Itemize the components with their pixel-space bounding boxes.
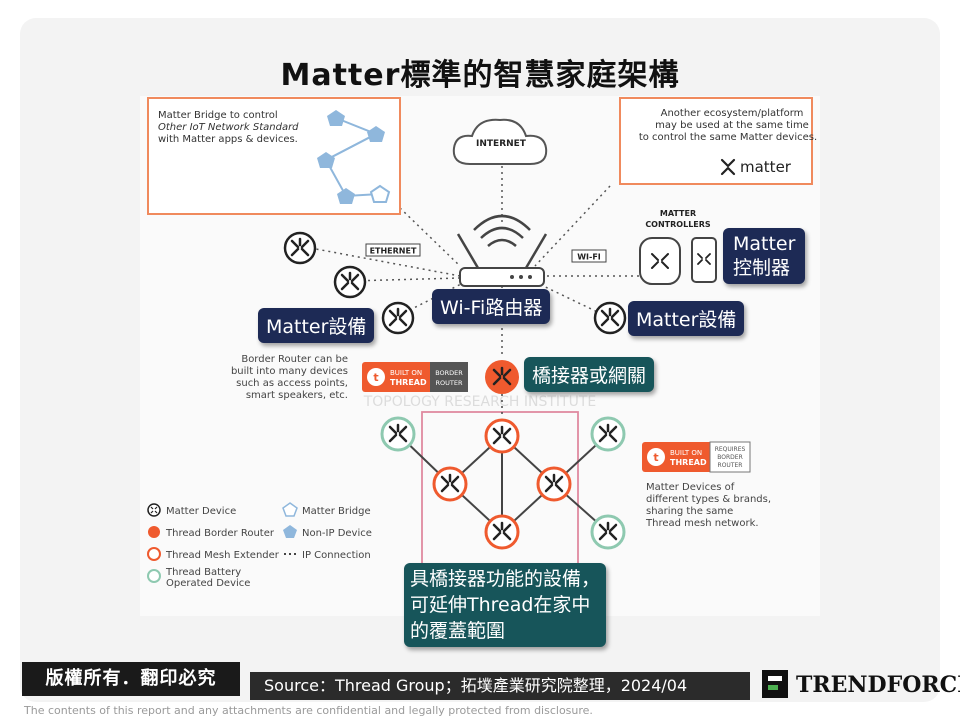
border-note-line3: such as access points, [236, 378, 348, 389]
callout-matter-controller: Matter 控制器 [723, 228, 806, 284]
bridge-box-line3: with Matter apps & devices. [158, 134, 298, 145]
copyright-banner: 版權所有．翻印必究 [22, 662, 240, 696]
legend-matter-bridge: Matter Bridge [302, 506, 371, 517]
source-line: Source：Thread Group；拓墣產業研究院整理，2024/04 [250, 672, 750, 700]
battery-device-icon [590, 514, 626, 550]
callout-matter-device-right: Matter設備 [628, 301, 745, 336]
built-on-thread-badge: t [362, 362, 468, 392]
svg-text:t: t [373, 371, 378, 384]
callout-bridge-function: 具橋接器功能的設備，可延伸Thread在家中的覆蓋範圍 [404, 563, 606, 647]
trendforce-logo-icon [762, 670, 788, 698]
legend-non-ip: Non-IP Device [302, 528, 372, 539]
thread-mesh-extender-icon [484, 418, 520, 454]
matter-device-icon [381, 301, 415, 335]
callout-wifi-router: Wi-Fi路由器 [432, 289, 551, 324]
thread-border-router-icon [485, 360, 519, 394]
devices-note-line1: Matter Devices of [646, 482, 735, 493]
devices-note-line2: different types & brands, [646, 494, 771, 505]
battery-device-icon [380, 416, 416, 452]
ethernet-label: ETHERNET [370, 247, 417, 256]
badge2-router: ROUTER [718, 462, 743, 469]
callout-matter-device-left: Matter設備 [258, 308, 375, 343]
badge-built-on: BUILT ON [390, 369, 422, 377]
thread-mesh-extender-icon [432, 466, 468, 502]
callout-bridge-gateway: 橋接器或網關 [524, 357, 655, 392]
pentagon-icon [282, 502, 298, 517]
legend: Matter Device Matter Bridge Thread Borde… [147, 502, 372, 589]
thread-mesh-extender-icon [484, 514, 520, 550]
thread-mesh-extender-icon [536, 466, 572, 502]
filled-pentagon-icon [283, 525, 297, 538]
border-note-line2: built into many devices [231, 366, 348, 377]
controllers-label-2: CONTROLLERS [645, 220, 711, 229]
page-title: Matter標準的智慧家庭架構 [280, 58, 680, 93]
badge2-thread: THREAD [670, 458, 707, 467]
smart-speaker-icon [639, 237, 681, 285]
ecosystem-box [619, 97, 813, 185]
border-note-line1: Border Router can be [241, 354, 348, 365]
legend-border-router: Thread Border Router [165, 528, 275, 539]
ecosystem-line2: may be used at the same time [655, 120, 809, 131]
matter-device-icon [333, 265, 367, 299]
legend-mesh-extender: Thread Mesh Extender [165, 550, 280, 561]
diagram-canvas: Matter Bridge to control Other IoT Netwo… [140, 96, 820, 616]
matter-logo-icon [720, 158, 736, 176]
devices-note-line4: Thread mesh network. [645, 518, 759, 529]
router-icon [456, 214, 548, 287]
ecosystem-line3: to control the same Matter devices. [639, 132, 817, 143]
orange-dot-icon [148, 526, 160, 538]
legend-ip-connection: IP Connection [302, 550, 371, 561]
matter-brand: matter [740, 158, 792, 176]
disclaimer: The contents of this report and any atta… [24, 704, 593, 717]
legend-battery-2: Operated Device [166, 578, 250, 589]
wifi-tag [571, 249, 607, 263]
badge2-border: BORDER [717, 454, 742, 461]
ecosystem-line1: Another ecosystem/platform [661, 108, 804, 119]
legend-battery-1: Thread Battery [165, 567, 241, 578]
matter-device-icon [593, 301, 627, 335]
svg-text:t: t [653, 451, 658, 464]
ethernet-tag [365, 243, 421, 257]
bridge-box-line1: Matter Bridge to control [158, 110, 278, 121]
legend-matter-device: Matter Device [166, 506, 236, 517]
badge-border: BORDER [435, 369, 463, 377]
devices-note-line3: sharing the same [646, 506, 733, 517]
built-on-thread-requires-badge: t [642, 441, 751, 473]
trendforce-logo-text: TRENDFORCE [796, 672, 960, 698]
matter-device-icon [283, 231, 317, 265]
thread-mesh-links [397, 394, 609, 533]
badge-thread: THREAD [390, 378, 427, 387]
internet-label: INTERNET [476, 139, 527, 149]
green-ring-icon [147, 569, 161, 583]
battery-device-icon [590, 416, 626, 452]
wifi-label: WI-FI [577, 253, 601, 262]
phone-icon [691, 237, 717, 283]
badge-router: ROUTER [436, 379, 463, 387]
badge2-built-on: BUILT ON [670, 449, 702, 457]
orange-ring-icon [147, 547, 161, 561]
callout-matter-controller-line1: Matter [733, 233, 796, 255]
border-note-line4: smart speakers, etc. [246, 390, 348, 401]
architecture-diagram: Matter Bridge to control Other IoT Netwo… [147, 97, 817, 609]
callout-matter-controller-line2: 控制器 [733, 257, 791, 279]
non-ip-network-icon [317, 110, 391, 204]
bridge-box-line2: Other IoT Network Standard [158, 122, 299, 133]
cloud-icon [452, 118, 548, 165]
watermark-text: TOPOLOGY RESEARCH INSTITUTE [363, 394, 597, 410]
badge2-requires: REQUIRES [715, 446, 746, 453]
controllers-label-1: MATTER [660, 209, 696, 218]
